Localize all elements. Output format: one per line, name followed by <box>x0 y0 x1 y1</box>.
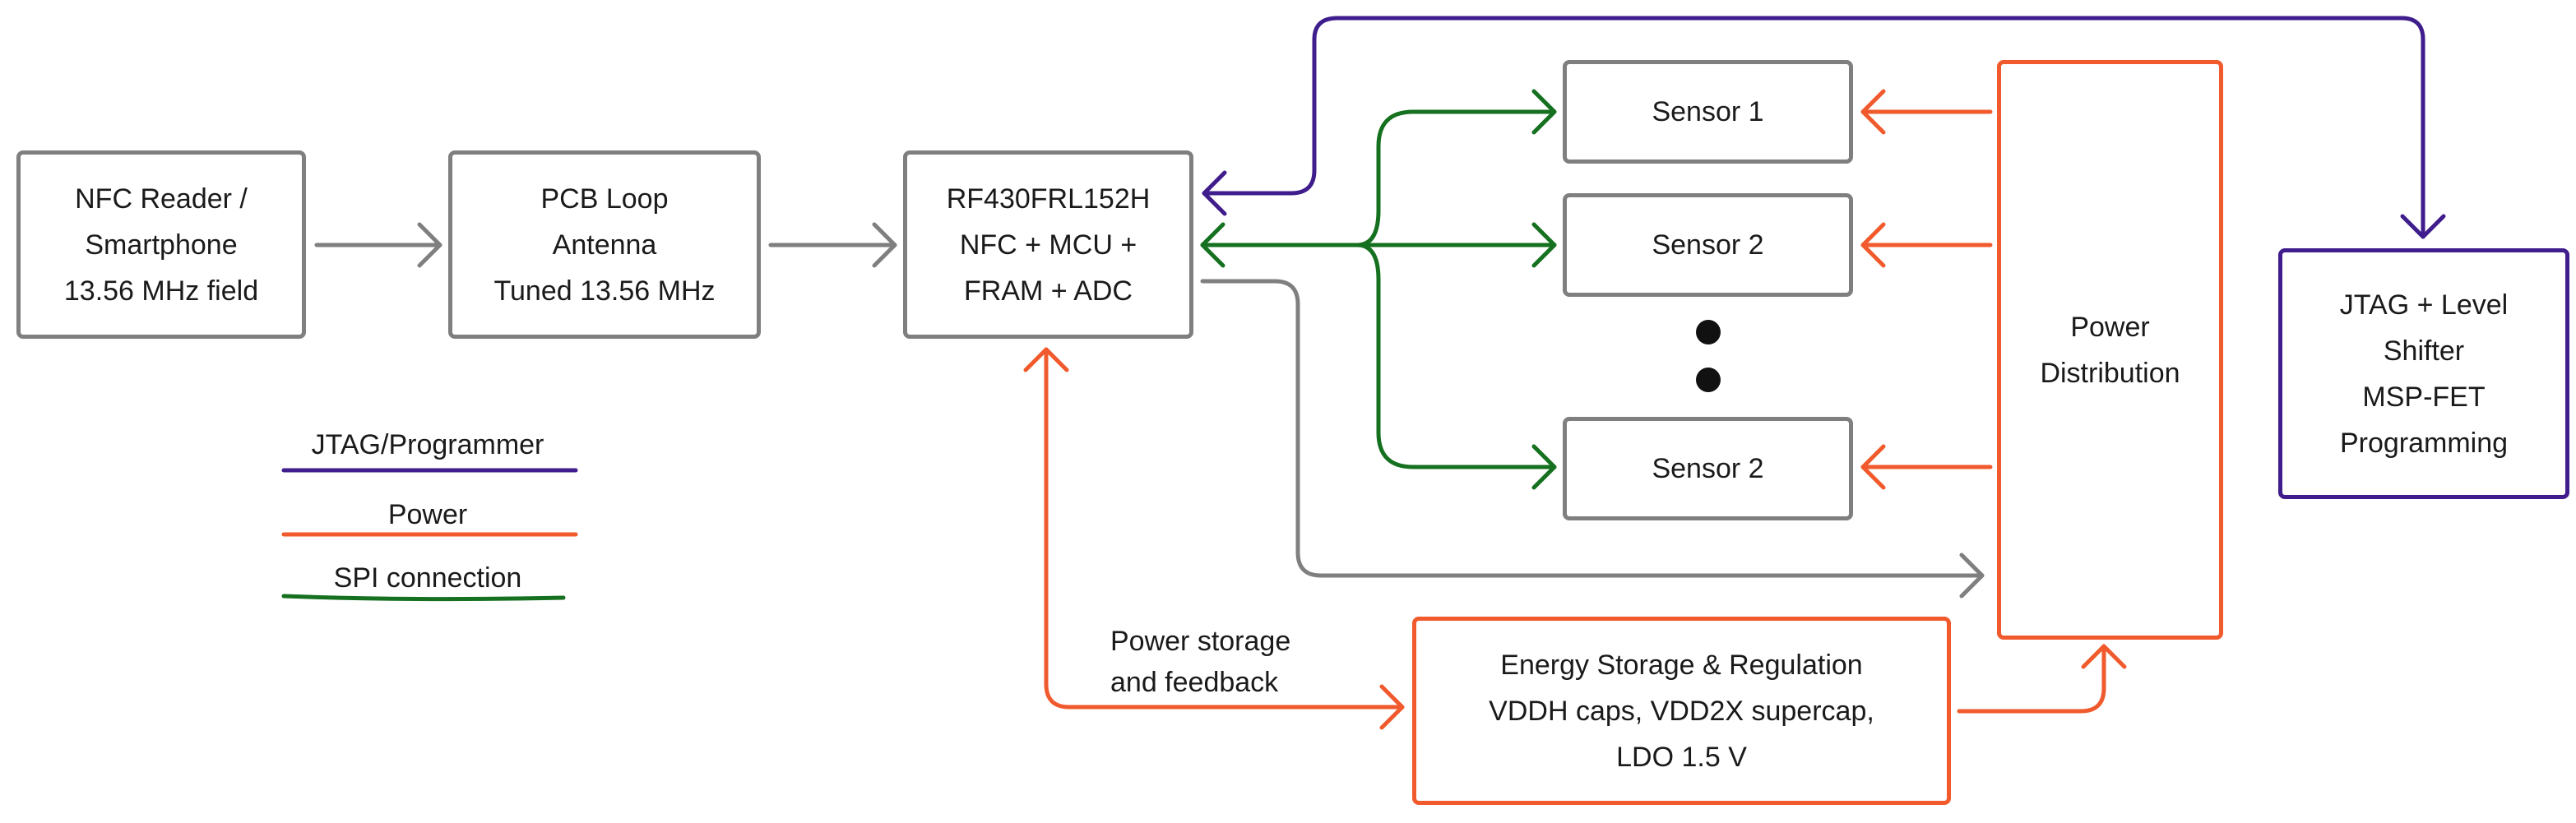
mcu-line-3: FRAM + ADC <box>964 275 1133 307</box>
jtag-link <box>1202 16 2446 239</box>
jtag-line-3: MSP-FET <box>2362 381 2486 413</box>
power-distribution-block: Power Distribution <box>1997 60 2223 640</box>
antenna-to-mcu-arrow <box>768 222 897 268</box>
jtag-line-2: Shifter <box>2383 335 2465 367</box>
sensor-label: Sensor 1 <box>1652 96 1764 127</box>
power-storage-line-1: Power storage <box>1110 626 1291 657</box>
jtag-line-1: JTAG + Level <box>2339 289 2509 321</box>
mcu-line-2: NFC + MCU + <box>959 229 1137 261</box>
legend-power-label: Power <box>387 499 468 530</box>
legend-line-spi <box>281 594 566 602</box>
nfc-reader-line-2: Smartphone <box>85 229 238 261</box>
nfc-reader-line-1: NFC Reader / <box>75 183 248 215</box>
power-storage-line-2: and feedback <box>1110 667 1279 698</box>
jtag-block: JTAG + Level Shifter MSP-FET Programming <box>2278 248 2569 499</box>
pcb-antenna-line-2: Antenna <box>552 229 657 261</box>
power-distribution-line-1: Power <box>2070 311 2150 343</box>
energy-line-2: VDDH caps, VDD2X supercap, <box>1489 695 1874 727</box>
power-storage-label: Power storage and feedback <box>1110 621 1290 703</box>
pcb-antenna-line-1: PCB Loop <box>540 183 669 215</box>
sensor-label: Sensor 2 <box>1652 229 1764 261</box>
legend-jtag-label: JTAG/Programmer <box>311 429 544 460</box>
sensor-block-2: Sensor 2 <box>1563 193 1853 297</box>
energy-line-3: LDO 1.5 V <box>1616 741 1747 773</box>
spi-bus <box>1200 89 1557 490</box>
pcb-antenna-block: PCB Loop Antenna Tuned 13.56 MHz <box>448 150 761 339</box>
nfc-reader-block: NFC Reader / Smartphone 13.56 MHz field <box>16 150 306 339</box>
energy-storage-block: Energy Storage & Regulation VDDH caps, V… <box>1412 617 1951 805</box>
mcu-line-1: RF430FRL152H <box>946 183 1151 215</box>
sensor-block-3: Sensor 2 <box>1563 417 1853 520</box>
pcb-antenna-line-3: Tuned 13.56 MHz <box>493 275 716 307</box>
legend-spi-label: SPI connection <box>333 562 522 594</box>
sensor-block-1: Sensor 1 <box>1563 60 1853 164</box>
mcu-to-power-distribution-arrow <box>1200 279 1985 599</box>
power-distribution-line-2: Distribution <box>2040 357 2180 389</box>
ellipsis-dot <box>1696 320 1721 344</box>
energy-line-1: Energy Storage & Regulation <box>1500 649 1863 681</box>
jtag-line-4: Programming <box>2339 427 2509 459</box>
rf-field-arrow <box>314 222 442 268</box>
mcu-block: RF430FRL152H NFC + MCU + FRAM + ADC <box>903 150 1193 339</box>
sensor-label: Sensor 2 <box>1652 453 1764 484</box>
nfc-reader-line-3: 13.56 MHz field <box>63 275 259 307</box>
power-lines <box>1023 89 2127 730</box>
ellipsis-dot <box>1696 368 1721 392</box>
